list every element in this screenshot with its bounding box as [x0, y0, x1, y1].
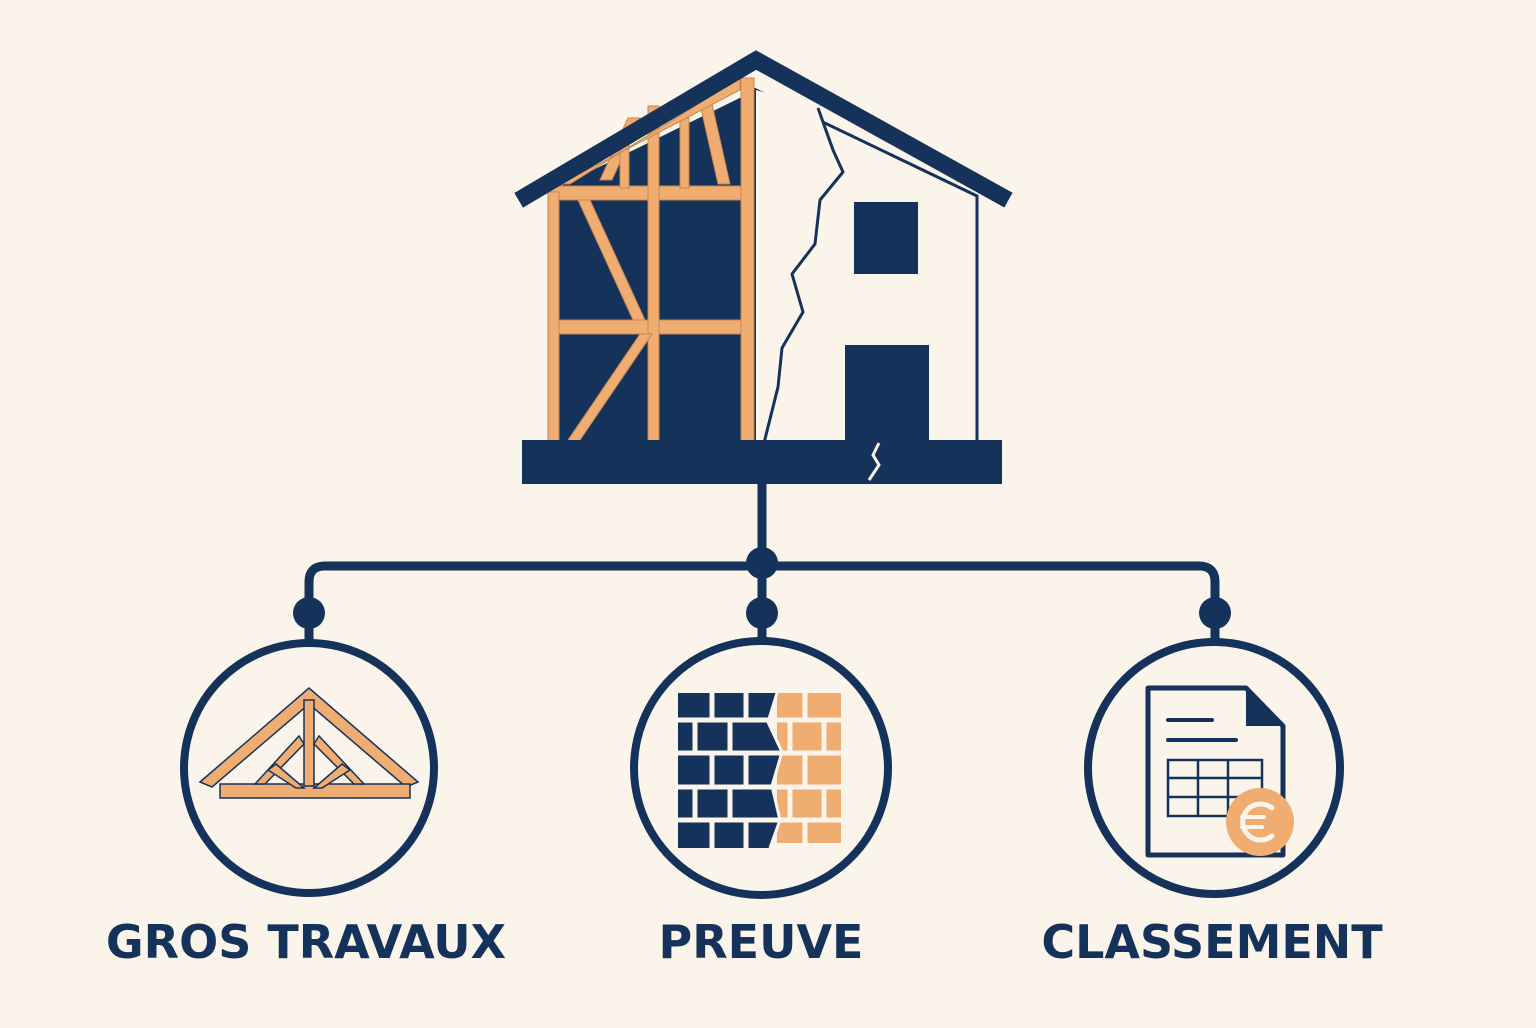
window-icon — [854, 202, 918, 274]
house-wall-left-strip — [756, 90, 843, 443]
crack-line — [762, 107, 845, 444]
euro-coin-icon — [1226, 788, 1294, 856]
spreadsheet-document-euro-icon — [1145, 685, 1294, 858]
node-3 — [1199, 597, 1231, 629]
roof-icon — [514, 50, 1013, 208]
label-classement: CLASSEMENT — [1041, 915, 1383, 969]
node-1 — [293, 597, 325, 629]
house-icon — [514, 50, 1013, 484]
junction-node — [746, 547, 778, 579]
foundation-slab — [522, 440, 1002, 484]
door-icon — [845, 345, 929, 443]
connector-nodes — [293, 547, 1231, 629]
node-2 — [746, 597, 778, 629]
foundation-crack — [867, 442, 881, 481]
label-gros-travaux: GROS TRAVAUX — [105, 915, 507, 969]
roof-truss-icon — [198, 687, 420, 799]
label-preuve: PREUVE — [658, 915, 864, 969]
cracked-brick-wall-icon — [678, 692, 841, 849]
